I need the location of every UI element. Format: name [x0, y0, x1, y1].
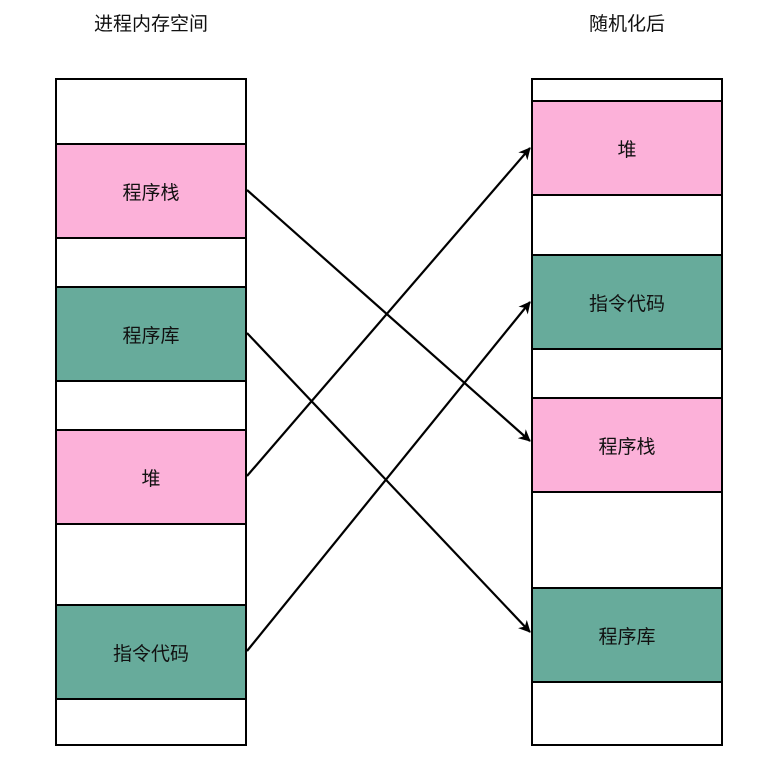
left-segment-stack-label: 程序栈 [122, 181, 180, 204]
right-segment-code: 指令代码 [533, 254, 721, 350]
left-segment-library: 程序库 [57, 286, 245, 382]
right-segment-library: 程序库 [533, 587, 721, 683]
left-segment-library-label: 程序库 [122, 324, 180, 347]
right-segment-code-label: 指令代码 [588, 292, 665, 315]
left-segment-heap-label: 堆 [141, 467, 161, 490]
arrow-heap-to-heap [246, 147, 531, 477]
arrow-library-to-library [246, 332, 531, 633]
left-segment-code: 指令代码 [57, 604, 245, 700]
left-segment-stack: 程序栈 [57, 143, 245, 239]
left-column-title: 进程内存空间 [93, 13, 208, 35]
right-segment-stack: 程序栈 [533, 397, 721, 493]
right-segment-heap-label: 堆 [617, 138, 637, 161]
left-segment-code-label: 指令代码 [112, 642, 189, 665]
right-segment-heap: 堆 [533, 100, 721, 196]
left-memory-column: 程序栈 程序库 堆 指令代码 [55, 78, 247, 746]
arrow-stack-to-stack [246, 189, 531, 442]
right-column-title: 随机化后 [588, 13, 665, 35]
right-segment-library-label: 程序库 [598, 625, 656, 648]
left-segment-heap: 堆 [57, 429, 245, 525]
right-segment-stack-label: 程序栈 [598, 435, 656, 458]
arrow-code-to-code [246, 301, 531, 652]
right-memory-column: 堆 指令代码 程序栈 程序库 [531, 78, 723, 746]
